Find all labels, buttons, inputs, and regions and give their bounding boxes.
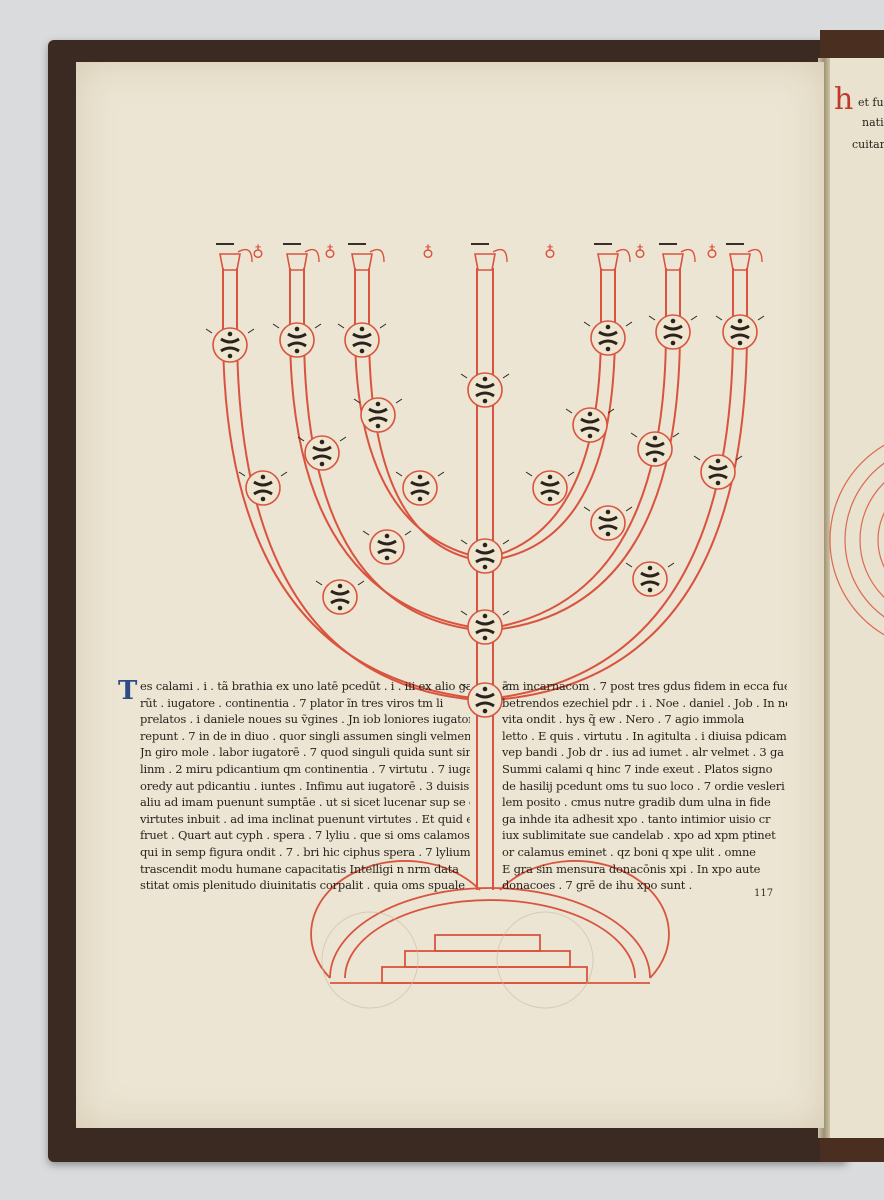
text-line: E gra sin mensura donacōnis xpi . In xpo… (502, 861, 787, 878)
lamp-ornament-icon: ♁ (252, 241, 264, 260)
facing-rubric-initial: h (834, 82, 853, 117)
text-line: es calami . i . tã brathia ex uno latē p… (140, 678, 470, 695)
text-line: donacoes . 7 grē de ihu xpo sunt . (502, 877, 787, 894)
lamp-cup (594, 244, 630, 270)
menorah-knop (584, 321, 632, 355)
base-step-bottom (382, 967, 587, 983)
text-line: or calamus eminet . qz boni q xpe ulit .… (502, 844, 787, 861)
lamp-ornament-icon: ♁ (324, 241, 336, 260)
text-line: letto . E quis . virtutu . In agitulta .… (502, 728, 787, 745)
facing-line-1: et fu (858, 96, 884, 109)
lamp-cup (471, 244, 507, 270)
base-step-middle (405, 951, 570, 967)
facing-line-2: nati (862, 116, 884, 129)
text-line: prelatos . i daniele noues su ṽgines . J… (140, 711, 470, 728)
text-line: repunt . 7 in de in diuo . quor singli a… (140, 728, 470, 745)
menorah-knop (354, 398, 402, 432)
base-step-top (435, 935, 540, 951)
menorah-knop (694, 455, 742, 489)
text-line: betrendos ezechiel pdr . i . Noe . danie… (502, 695, 787, 712)
lamp-cup (216, 244, 252, 270)
right-text-column: ām incarnacom . 7 post tres gdus fidem i… (502, 678, 787, 894)
menorah-knop (363, 530, 411, 564)
text-line: qui in semp figura ondit . 7 . bri hic c… (140, 844, 470, 861)
lamp-ornament-icon: ♁ (422, 241, 434, 260)
menorah-knop (239, 471, 287, 505)
lamp-ornament-icon: ♁ (634, 241, 646, 260)
text-line: ga inhde ita adhesit xpo . tanto intimio… (502, 811, 787, 828)
faint-circle-right (497, 912, 593, 1008)
text-line: Summi calami q hinc 7 inde exeut . Plato… (502, 761, 787, 778)
lamp-ornament-icon: ♁ (706, 241, 718, 260)
text-line: aliu ad imam puenunt sumptāe . ut si sic… (140, 794, 470, 811)
lamp-ornament-icon: ♁ (544, 241, 556, 260)
text-line: vita ondit . hys q̃ ew . Nero . 7 agio i… (502, 711, 787, 728)
menorah-knop (273, 323, 321, 357)
menorah-knop (649, 315, 697, 349)
menorah-knop (338, 323, 386, 357)
text-line: vep bandi . Job dr . ius ad iumet . alr … (502, 744, 787, 761)
base-arch-outer (330, 888, 650, 978)
text-line: de hasilij pcedunt oms tu suo loco . 7 o… (502, 778, 787, 795)
text-line: oredy aut pdicantiu . iuntes . Infimu au… (140, 778, 470, 795)
text-line: Jn giro mole . labor iugatorē . 7 quod s… (140, 744, 470, 761)
text-line: iux sublimitate sue candelab . xpo ad xp… (502, 827, 787, 844)
text-line: rũt . iugatore . continentia . 7 plator … (140, 695, 470, 712)
menorah-knop (396, 471, 444, 505)
menorah-knop (626, 562, 674, 596)
menorah-knop (206, 328, 254, 362)
menorah-knop (461, 610, 509, 644)
lamp-cup (726, 244, 762, 270)
text-line: fruet . Quart aut cyph . spera . 7 lyliu… (140, 827, 470, 844)
text-line: stitat omis plenitudo diuinitatis corpal… (140, 877, 470, 894)
text-line: lem posito . cmus nutre gradib dum ulna … (502, 794, 787, 811)
lamp-cup (283, 244, 319, 270)
facing-circle-4 (878, 478, 884, 602)
menorah-knop (461, 373, 509, 407)
menorah-knop (566, 408, 614, 442)
text-line: trascendit modu humane capacitatis Intel… (140, 861, 470, 878)
lamp-cup (659, 244, 695, 270)
faint-circle-left (322, 912, 418, 1008)
menorah-knop (461, 539, 509, 573)
facing-circle-1 (830, 430, 884, 650)
folio-number: 117 (754, 888, 772, 899)
text-line: linm . 2 miru pdicantium qm continentia … (140, 761, 470, 778)
menorah-knop (716, 315, 764, 349)
text-line: virtutes inbuit . ad ima inclinat puenun… (140, 811, 470, 828)
text-line: ām incarnacom . 7 post tres gdus fidem i… (502, 678, 787, 695)
menorah-knop (316, 580, 364, 614)
facing-line-3: cuitar (852, 138, 884, 151)
initial-letter: T (118, 676, 137, 706)
lamp-cup (348, 244, 384, 270)
left-text-column: es calami . i . tã brathia ex uno latē p… (140, 678, 470, 894)
